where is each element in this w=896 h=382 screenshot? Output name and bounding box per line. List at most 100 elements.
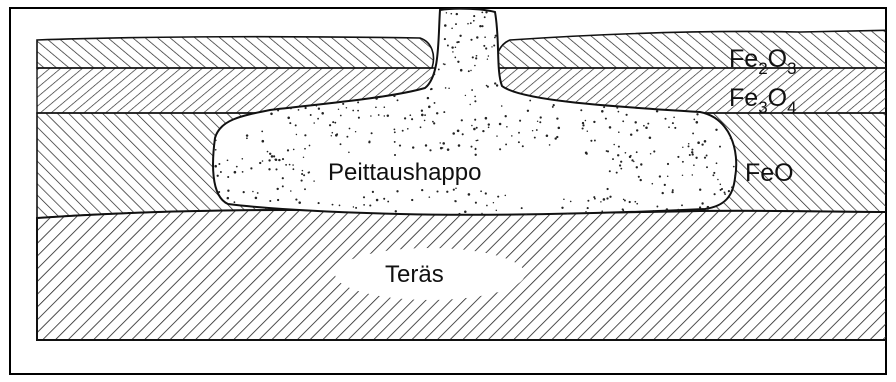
stipple-dot xyxy=(555,137,557,139)
acid-label: Peittaushappo xyxy=(328,159,481,186)
stipple-dot xyxy=(476,127,478,129)
stipple-dot xyxy=(582,127,584,129)
stipple-dot xyxy=(656,110,658,112)
stipple-dot xyxy=(427,97,429,99)
stipple-dot xyxy=(645,127,648,130)
stipple-dot xyxy=(624,200,626,202)
stipple-dot xyxy=(563,199,565,201)
stipple-dot xyxy=(506,126,508,128)
stipple-dot xyxy=(295,199,297,201)
stipple-dot xyxy=(453,189,455,191)
stipple-dot xyxy=(458,144,461,147)
fe2o3-layer-left xyxy=(37,37,434,68)
stipple-dot xyxy=(318,108,320,110)
stipple-dot xyxy=(355,131,356,132)
stipple-dot xyxy=(357,110,359,112)
stipple-dot xyxy=(393,95,395,97)
stipple-dot xyxy=(346,136,348,138)
stipple-dot xyxy=(370,115,372,117)
stipple-dot xyxy=(485,47,487,49)
stipple-dot xyxy=(339,205,341,207)
stipple-dot xyxy=(332,121,334,123)
stipple-dot xyxy=(287,149,289,151)
stipple-dot xyxy=(671,191,673,193)
stipple-dot xyxy=(626,114,628,116)
stipple-dot xyxy=(267,151,269,153)
stipple-dot xyxy=(334,122,336,124)
stipple-dot xyxy=(471,125,473,127)
stipple-dot xyxy=(482,130,484,132)
stipple-dot xyxy=(430,89,432,91)
stipple-dot xyxy=(609,126,612,128)
stipple-dot xyxy=(631,159,633,161)
stipple-dot xyxy=(609,170,611,172)
stipple-dot xyxy=(600,201,601,202)
stipple-dot xyxy=(316,105,317,106)
stipple-dot xyxy=(293,149,295,151)
stipple-dot xyxy=(444,38,446,40)
stipple-dot xyxy=(289,122,291,124)
stipple-dot xyxy=(484,36,486,38)
stipple-dot xyxy=(289,164,291,166)
stipple-dot xyxy=(606,150,608,152)
stipple-dot xyxy=(695,157,697,159)
stipple-dot xyxy=(636,166,638,168)
stipple-dot xyxy=(304,188,306,190)
stipple-dot xyxy=(304,107,306,109)
stipple-dot xyxy=(357,101,359,103)
stipple-dot xyxy=(458,41,460,43)
stipple-dot xyxy=(693,119,695,121)
stipple-dot xyxy=(697,141,700,144)
stipple-dot xyxy=(443,63,444,64)
stipple-dot xyxy=(634,121,636,123)
stipple-dot xyxy=(677,156,679,158)
stipple-dot xyxy=(468,70,470,72)
stipple-dot xyxy=(399,145,401,147)
stipple-dot xyxy=(518,132,520,134)
stipple-dot xyxy=(488,126,490,128)
stipple-dot xyxy=(394,154,396,156)
stipple-dot xyxy=(428,106,431,109)
stipple-dot xyxy=(481,25,483,27)
stipple-dot xyxy=(384,115,385,116)
stipple-dot xyxy=(456,13,458,15)
stipple-dot xyxy=(218,163,220,165)
stipple-dot xyxy=(452,132,455,135)
stipple-dot xyxy=(290,190,292,192)
stipple-dot xyxy=(275,168,277,170)
stipple-dot xyxy=(475,154,477,156)
stipple-dot xyxy=(252,191,254,193)
stipple-dot xyxy=(376,199,379,202)
stipple-dot xyxy=(475,57,477,59)
stipple-dot xyxy=(271,155,274,158)
stipple-dot xyxy=(443,111,445,113)
stipple-dot xyxy=(483,45,485,47)
stipple-dot xyxy=(346,107,348,109)
stipple-dot xyxy=(476,140,477,141)
stipple-dot xyxy=(243,191,245,193)
stipple-dot xyxy=(217,175,219,177)
stipple-dot xyxy=(394,141,396,143)
stipple-dot xyxy=(518,141,520,143)
stipple-dot xyxy=(609,196,611,198)
stipple-dot xyxy=(485,11,487,13)
stipple-dot xyxy=(470,104,471,105)
stipple-dot xyxy=(494,37,496,39)
stipple-dot xyxy=(274,159,276,161)
stipple-dot xyxy=(689,154,691,156)
stipple-dot xyxy=(494,82,496,84)
stipple-dot xyxy=(467,23,469,25)
stipple-dot xyxy=(411,118,413,120)
stipple-dot xyxy=(353,206,354,207)
stipple-dot xyxy=(634,201,636,203)
stipple-dot xyxy=(329,124,331,126)
stipple-dot xyxy=(269,153,271,155)
stipple-dot xyxy=(317,118,319,120)
stipple-dot xyxy=(653,150,655,152)
stipple-dot xyxy=(282,185,284,187)
stipple-dot xyxy=(363,204,365,206)
stipple-dot xyxy=(227,176,229,178)
stipple-dot xyxy=(616,107,618,109)
stipple-dot xyxy=(691,151,693,153)
